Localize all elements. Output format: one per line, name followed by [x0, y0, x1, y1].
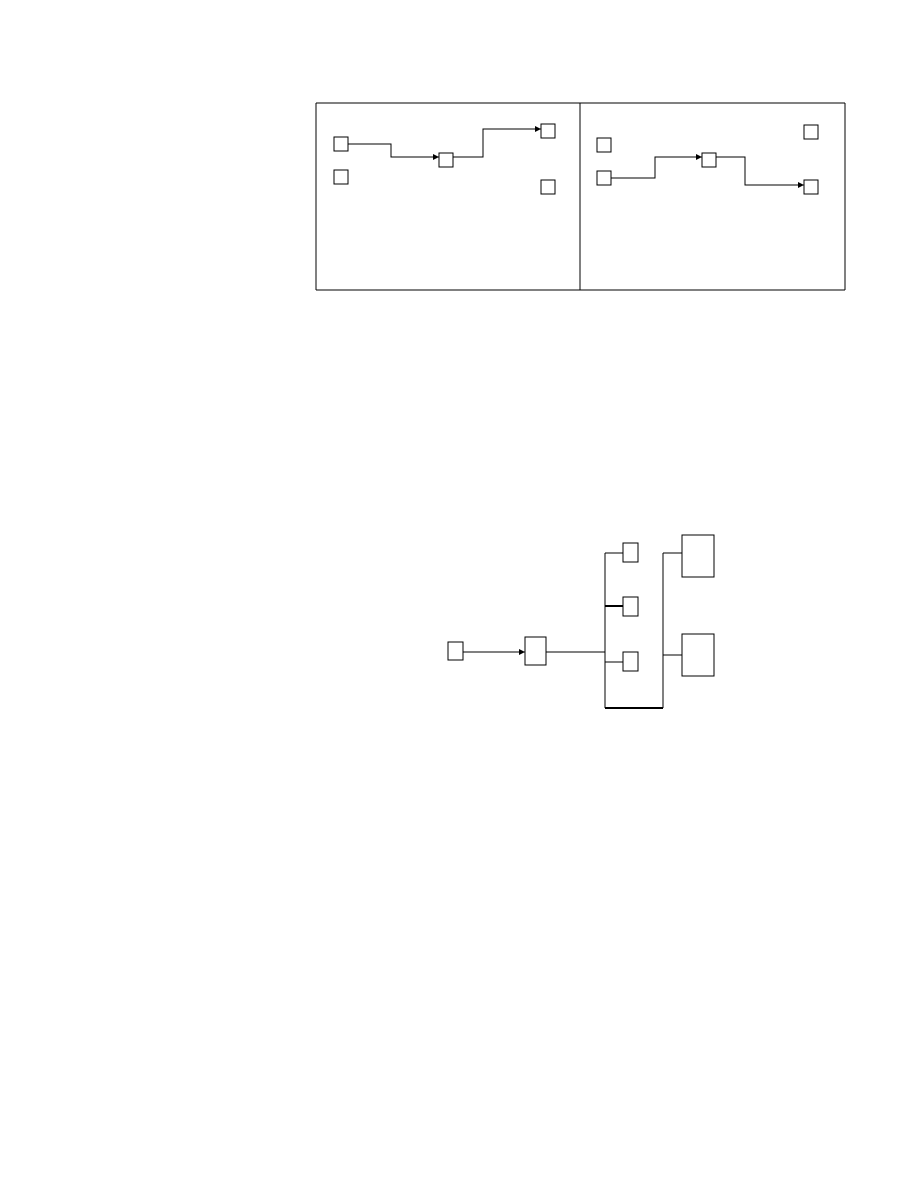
right-panel-unused-node [803, 124, 819, 140]
bus-network [447, 534, 715, 709]
left-panel [333, 123, 556, 195]
left-panel-relay-node [438, 152, 454, 168]
figure-top [315, 102, 846, 291]
left-panel-target-node [540, 123, 556, 139]
left-panel-path-to-target [453, 126, 541, 158]
right-panel-relay-node [701, 152, 717, 168]
right-panel-source-node [596, 170, 612, 186]
right-panel-path-to-relay [611, 154, 702, 179]
bus-station-3 [622, 651, 639, 672]
bus-station-2 [622, 596, 639, 617]
left-panel-path-to-relay [348, 143, 439, 160]
figure-top-frame [315, 102, 846, 291]
left-panel-idle-node [333, 169, 349, 185]
right-panel [596, 124, 819, 195]
outer-server-2 [681, 633, 715, 677]
bus-station-1 [622, 542, 639, 563]
left-panel-source-node [333, 136, 349, 152]
right-panel-idle-node [596, 137, 612, 153]
bus-source-node [447, 641, 464, 661]
outer-server-1 [681, 534, 715, 578]
bus-hub-node [524, 636, 547, 666]
right-panel-path-to-target [716, 156, 804, 188]
right-panel-target-node [803, 179, 819, 195]
left-panel-unused-node [540, 179, 556, 195]
